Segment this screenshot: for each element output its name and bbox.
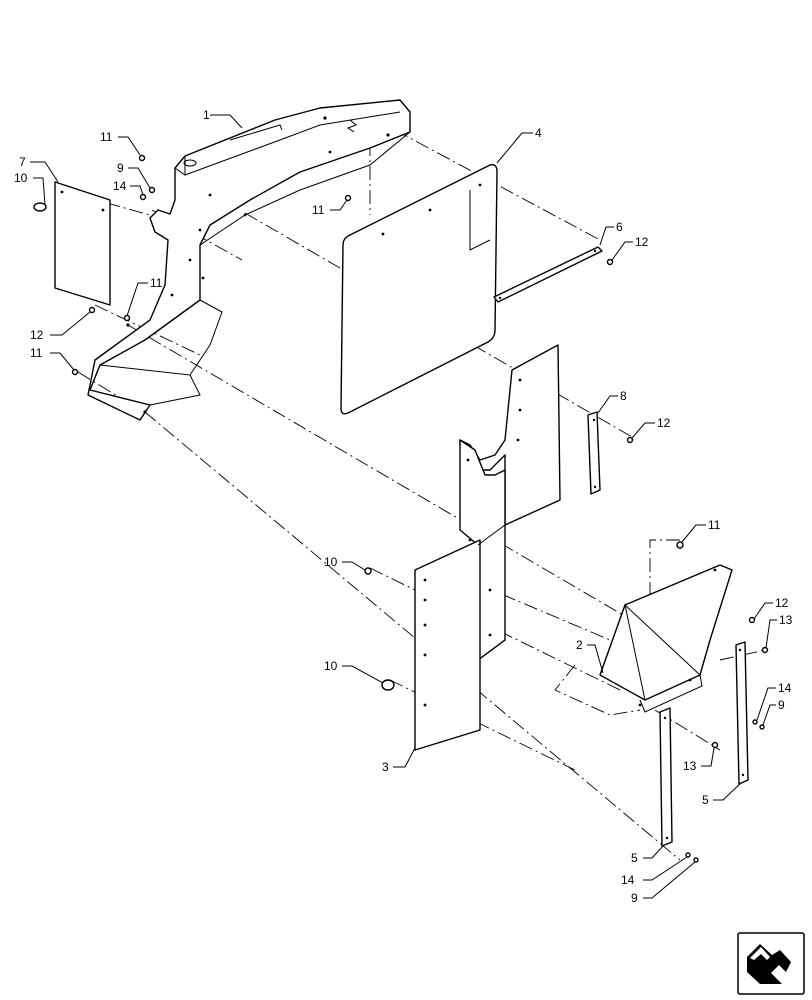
leader-lines bbox=[30, 114, 777, 899]
hardware bbox=[33, 154, 769, 863]
callout-14: 14 bbox=[778, 681, 792, 695]
callout-14: 14 bbox=[621, 873, 635, 887]
callout-10: 10 bbox=[324, 659, 338, 673]
part-4-large-plate bbox=[340, 163, 498, 415]
callout-13: 13 bbox=[683, 759, 697, 773]
callout-11: 11 bbox=[312, 203, 325, 217]
callout-1: 1 bbox=[203, 108, 210, 122]
callout-9: 9 bbox=[631, 891, 638, 905]
callout-12: 12 bbox=[635, 235, 649, 249]
callout-4: 4 bbox=[535, 126, 542, 140]
callout-2: 2 bbox=[576, 638, 583, 652]
callout-8: 8 bbox=[620, 389, 627, 403]
callout-5: 5 bbox=[631, 851, 638, 865]
callout-3: 3 bbox=[382, 760, 389, 774]
part-5-strip-right bbox=[735, 641, 749, 785]
callout-11: 11 bbox=[708, 518, 721, 532]
part-1-main-bracket bbox=[87, 99, 411, 421]
previous-page-arrow-icon[interactable] bbox=[737, 932, 805, 995]
callout-9: 9 bbox=[778, 698, 785, 712]
callout-7: 7 bbox=[19, 155, 26, 169]
callout-9: 9 bbox=[117, 161, 124, 175]
part-7-side-plate bbox=[54, 181, 111, 306]
callout-12: 12 bbox=[30, 328, 44, 342]
callout-11: 11 bbox=[100, 130, 113, 144]
callout-10: 10 bbox=[14, 171, 28, 185]
callout-11: 11 bbox=[150, 276, 163, 290]
callout-10: 10 bbox=[324, 555, 338, 569]
part-2-hood bbox=[599, 564, 733, 713]
part-6-strip bbox=[493, 246, 603, 303]
callout-12: 12 bbox=[657, 416, 671, 430]
callout-14: 14 bbox=[113, 179, 127, 193]
part-5-strip-left bbox=[659, 707, 673, 847]
callout-5: 5 bbox=[702, 793, 709, 807]
callout-13: 13 bbox=[779, 613, 793, 627]
callout-12: 12 bbox=[775, 596, 789, 610]
part-3-vertical-shield bbox=[414, 344, 561, 751]
part-8-short-strip bbox=[587, 411, 601, 495]
callout-11: 11 bbox=[30, 346, 43, 360]
callout-labels: 1 2 3 4 5 5 6 7 8 9 9 9 10 10 10 11 11 1… bbox=[14, 108, 793, 905]
callout-6: 6 bbox=[616, 220, 623, 234]
